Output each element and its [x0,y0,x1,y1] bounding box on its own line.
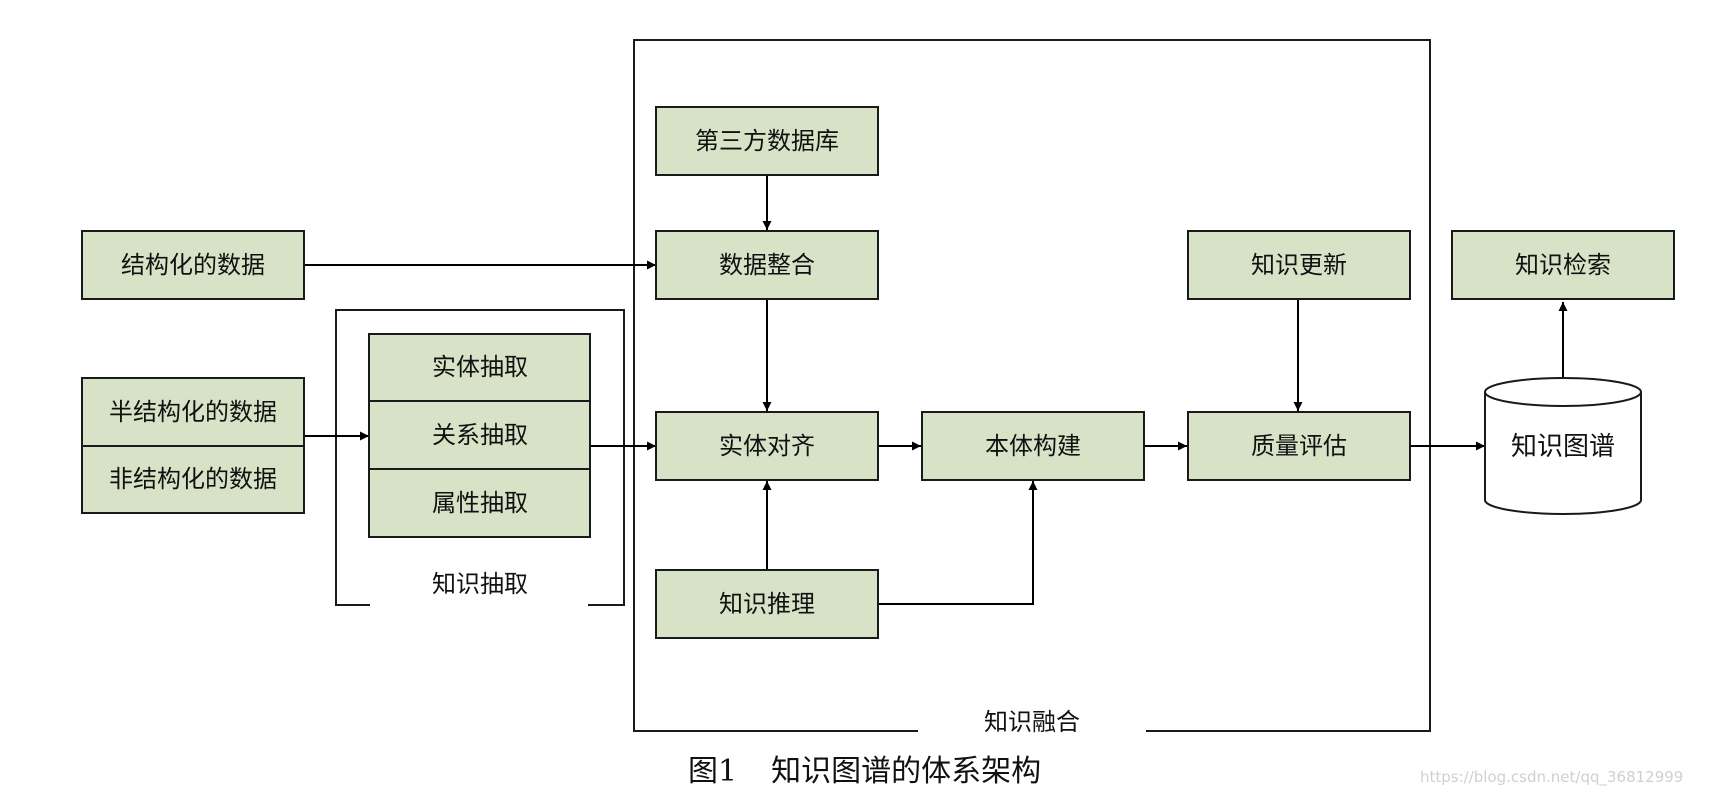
node-label: 非结构化的数据 [109,465,277,493]
knowledge-fusion-label: 知识融合 [984,708,1080,736]
node-label: 知识推理 [719,590,815,618]
node-entity-alignment: 实体对齐 [655,411,879,481]
edge-reasoning-to-ontology [878,481,1038,605]
node-third-party-db: 第三方数据库 [655,106,879,176]
node-label: 数据整合 [719,251,815,279]
node-data-integration: 数据整合 [655,230,879,300]
node-label: 知识更新 [1251,251,1347,279]
node-semi-structured-data: 半结构化的数据 [81,377,305,447]
node-knowledge-reasoning: 知识推理 [655,569,879,639]
node-knowledge-graph-db: 知识图谱 [1484,377,1642,515]
edges [304,175,1568,605]
watermark: https://blog.csdn.net/qq_36812999 [1420,768,1684,786]
figure-caption: 图1 知识图谱的体系架构 [688,746,1075,790]
figure-number: 图1 [688,754,738,789]
node-label: 知识检索 [1515,251,1611,279]
node-ontology-construction: 本体构建 [921,411,1145,481]
knowledge-fusion-group: 知识融合 [633,39,1431,746]
node-label: 知识图谱 [1511,432,1615,462]
node-unstructured-data: 非结构化的数据 [81,445,305,514]
node-label: 实体抽取 [432,353,528,381]
node-label: 质量评估 [1251,432,1347,460]
node-entity-extraction: 实体抽取 [368,333,591,402]
node-structured-data: 结构化的数据 [81,230,305,300]
node-knowledge-update: 知识更新 [1187,230,1411,300]
node-label: 本体构建 [985,432,1081,460]
figure-title: 知识图谱的体系架构 [771,754,1042,789]
node-relation-extraction: 关系抽取 [368,400,591,470]
node-label: 结构化的数据 [121,251,265,279]
node-knowledge-retrieval: 知识检索 [1451,230,1675,300]
node-label: 属性抽取 [432,489,528,517]
node-label: 关系抽取 [432,421,528,449]
node-attribute-extraction: 属性抽取 [368,468,591,538]
knowledge-extraction-group: 知识抽取 [335,309,625,620]
node-label: 实体对齐 [719,432,815,460]
knowledge-extraction-label: 知识抽取 [432,570,528,598]
node-label: 半结构化的数据 [109,398,277,426]
node-quality-assessment: 质量评估 [1187,411,1411,481]
node-label: 第三方数据库 [695,127,839,155]
